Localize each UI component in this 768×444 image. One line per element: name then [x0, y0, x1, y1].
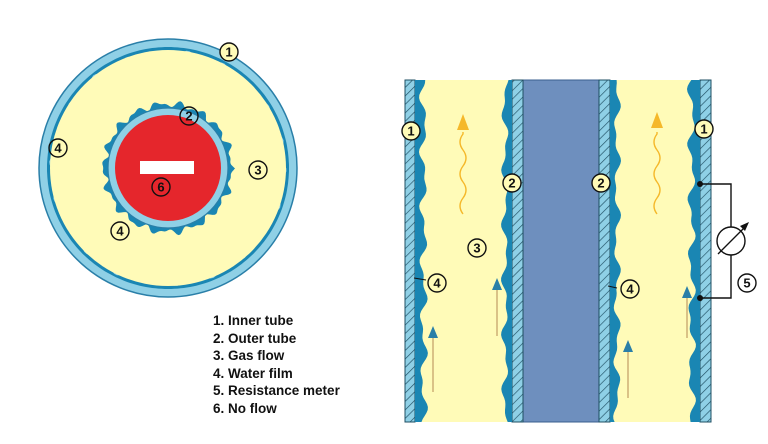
gas-flow-arrow-left: [457, 114, 469, 215]
label-4-circle: 4: [620, 279, 640, 299]
label-2-circle: 2: [179, 106, 199, 126]
svg-text:2: 2: [185, 109, 192, 124]
legend-item-water-film: 4. Water film: [213, 365, 293, 381]
svg-text:1: 1: [700, 122, 707, 137]
legend-item-resistance-meter: 5. Resistance meter: [213, 383, 340, 399]
svg-text:4: 4: [626, 282, 634, 297]
label-4-circle: 4: [110, 221, 130, 241]
cross-section-view: 1 2 3 4 4 6: [38, 38, 298, 298]
svg-text:5: 5: [743, 276, 750, 291]
water-flow-arrow: [623, 340, 633, 398]
svg-text:1: 1: [407, 124, 414, 139]
water-flow-arrow: [492, 278, 502, 336]
svg-text:4: 4: [54, 141, 62, 156]
inner-tube-wall-right: [598, 79, 611, 423]
label-1-circle: 1: [401, 121, 421, 141]
svg-text:4: 4: [433, 276, 441, 291]
water-flow-arrow: [428, 326, 438, 392]
water-film: [415, 80, 428, 422]
minus-sign: [140, 161, 194, 174]
svg-text:4: 4: [116, 224, 124, 239]
water-flow-arrow: [682, 286, 692, 338]
svg-text:2: 2: [597, 176, 604, 191]
legend: 1. Inner tube 2. Outer tube 3. Gas flow …: [213, 312, 340, 418]
label-1-circle: 1: [694, 119, 714, 139]
label-6-circle: 6: [151, 177, 171, 197]
legend-item-gas-flow: 3. Gas flow: [213, 348, 285, 364]
label-4-circle: 4: [48, 138, 68, 158]
svg-text:3: 3: [473, 241, 480, 256]
gas-flow-arrow-right: [651, 112, 663, 215]
label-1-circle: 1: [219, 42, 239, 62]
label-3-circle: 3: [248, 160, 268, 180]
legend-item-outer-tube: 2. Outer tube: [213, 330, 297, 346]
gas-channel-right: [603, 80, 703, 422]
gas-channel-left: [413, 80, 520, 422]
axial-section-view: 1 1 2 2 3 4 4 5: [401, 79, 757, 423]
svg-text:2: 2: [508, 176, 515, 191]
label-5-circle: 5: [737, 273, 757, 293]
svg-text:6: 6: [157, 180, 164, 195]
svg-text:3: 3: [254, 163, 261, 178]
water-film: [687, 80, 700, 422]
water-film: [501, 80, 512, 422]
label-3-circle: 3: [467, 238, 487, 258]
no-flow-center-channel: [522, 79, 601, 423]
legend-item-no-flow: 6. No flow: [213, 400, 277, 416]
legend-item-inner-tube: 1. Inner tube: [213, 313, 294, 328]
water-film: [610, 80, 621, 422]
svg-text:1: 1: [225, 45, 232, 60]
label-4-circle: 4: [427, 273, 447, 293]
label-2-circle: 2: [591, 173, 611, 193]
resistance-meter-circuit: [697, 181, 749, 301]
label-2-circle: 2: [502, 173, 522, 193]
inner-tube-wall-left: [511, 79, 524, 423]
